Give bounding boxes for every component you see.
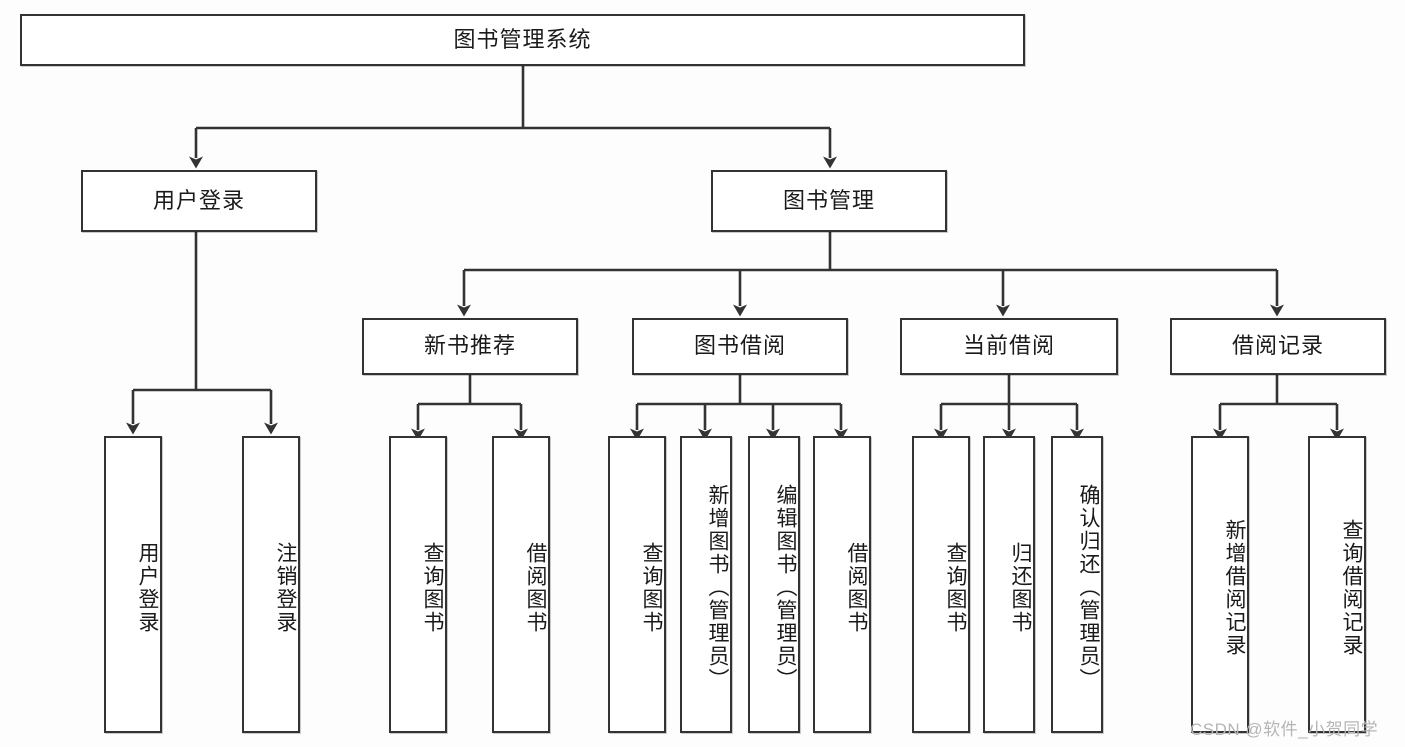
node-label: 编辑图书（管理员） [774, 484, 797, 691]
leaf-borrow-borrow-book[interactable]: 借阅图书 [813, 436, 871, 733]
node-label: 图书管理 [782, 187, 875, 213]
leaf-record-query-borrow-record[interactable]: 查询借阅记录 [1308, 436, 1366, 733]
node-new-book-recommend[interactable]: 新书推荐 [362, 318, 578, 375]
node-label: 新书推荐 [423, 333, 516, 359]
leaf-borrow-query-book[interactable]: 查询图书 [608, 436, 666, 733]
node-label: 查询图书 [421, 541, 444, 634]
node-label: 查询图书 [640, 541, 663, 634]
leaf-borrow-add-book-admin[interactable]: 新增图书（管理员） [680, 436, 732, 733]
leaf-current-query-book[interactable]: 查询图书 [912, 436, 970, 733]
node-label: 当前借阅 [962, 333, 1055, 359]
node-label: 新增图书（管理员） [706, 484, 729, 691]
node-label: 借阅图书 [524, 541, 547, 634]
csdn-watermark: CSDN @软件_小贺同学 [1190, 720, 1379, 739]
node-label: 借阅记录 [1231, 333, 1324, 359]
leaf-recommend-query-book[interactable]: 查询图书 [389, 436, 447, 733]
node-label: 图书管理系统 [453, 26, 592, 52]
node-label: 新增借阅记录 [1223, 518, 1246, 657]
node-book-borrow[interactable]: 图书借阅 [632, 318, 848, 375]
leaf-user-logout[interactable]: 注销登录 [242, 436, 300, 733]
leaf-current-return-book[interactable]: 归还图书 [983, 436, 1035, 733]
node-label: 确认归还（管理员） [1077, 484, 1100, 691]
node-user-login[interactable]: 用户登录 [81, 170, 317, 232]
node-book-management[interactable]: 图书管理 [711, 170, 947, 232]
leaf-user-login[interactable]: 用户登录 [104, 436, 162, 733]
node-label: 用户登录 [136, 541, 159, 634]
node-root-system[interactable]: 图书管理系统 [20, 14, 1025, 66]
leaf-current-confirm-return-admin[interactable]: 确认归还（管理员） [1051, 436, 1103, 733]
node-label: 查询借阅记录 [1340, 518, 1363, 657]
leaf-recommend-borrow-book[interactable]: 借阅图书 [492, 436, 550, 733]
leaf-borrow-edit-book-admin[interactable]: 编辑图书（管理员） [748, 436, 800, 733]
node-label: 注销登录 [274, 541, 297, 634]
node-label: 图书借阅 [693, 333, 786, 359]
node-label: 用户登录 [152, 187, 245, 213]
node-label: 查询图书 [944, 541, 967, 634]
node-label: 借阅图书 [845, 541, 868, 634]
node-current-borrow[interactable]: 当前借阅 [900, 318, 1118, 375]
leaf-record-add-borrow-record[interactable]: 新增借阅记录 [1191, 436, 1249, 733]
node-label: 归还图书 [1009, 541, 1032, 634]
node-borrow-record[interactable]: 借阅记录 [1170, 318, 1386, 375]
